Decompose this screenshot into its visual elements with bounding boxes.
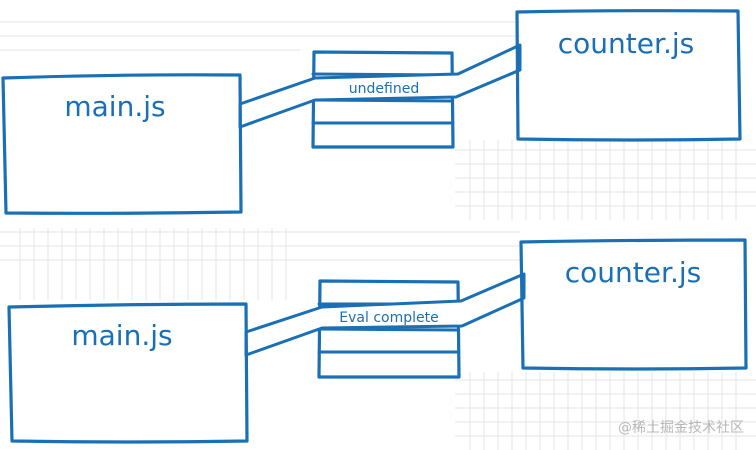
- watermark: @稀土掘金技术社区: [618, 420, 744, 436]
- memory-slot-frame: [311, 50, 455, 149]
- binding-connection: [238, 43, 522, 129]
- counter-module-box: [515, 9, 742, 142]
- counter-module-box: [519, 238, 748, 371]
- main-module-label: main.js: [71, 319, 172, 352]
- export-value-label: Eval complete: [339, 310, 438, 326]
- diagram-2: main.js counter.js Eval complete: [7, 238, 748, 444]
- memory-slot-frame: [317, 279, 461, 379]
- main-module-box: [1, 73, 243, 215]
- diagram-1: main.js counter.js undefined: [1, 9, 742, 215]
- background-grid: [0, 21, 756, 450]
- binding-connection: [244, 272, 526, 357]
- main-module-box: [7, 302, 249, 444]
- counter-module-label: counter.js: [558, 27, 694, 60]
- export-value-label: undefined: [349, 81, 419, 97]
- main-module-label: main.js: [64, 90, 165, 123]
- counter-module-label: counter.js: [565, 256, 701, 289]
